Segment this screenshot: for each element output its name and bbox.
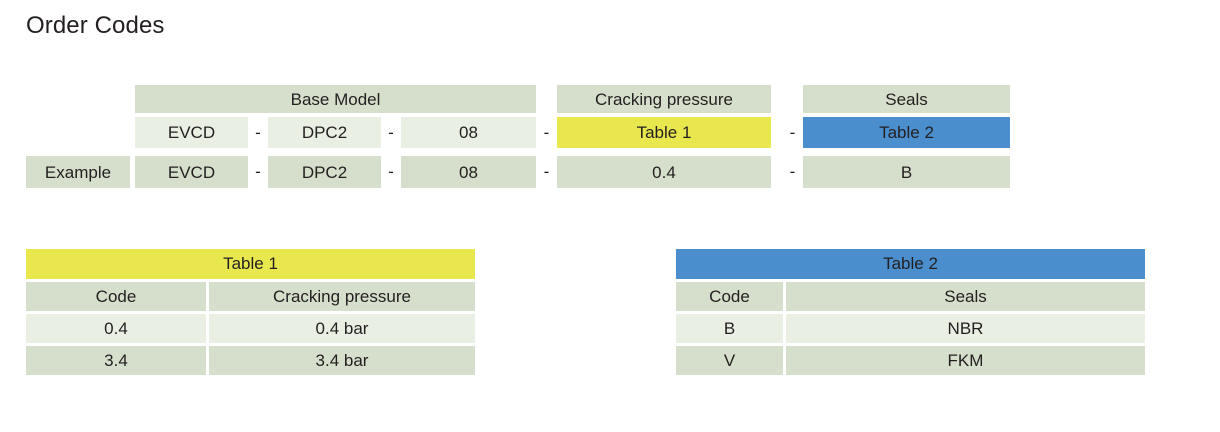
separator-dash-6: - [388, 162, 394, 181]
example-row-cracking-pressure: 0.4 [557, 156, 771, 188]
table2-header-row: Code Seals [676, 282, 1145, 311]
separator-dash-8: - [789, 162, 796, 181]
code-row-base-model-2: DPC2 [268, 117, 381, 148]
table1-row-0-code: 0.4 [26, 314, 206, 343]
page-title: Order Codes [26, 12, 165, 39]
example-row-label: Example [26, 156, 130, 188]
example-row-base-model-2: DPC2 [268, 156, 381, 188]
table2-row: B NBR [676, 314, 1145, 343]
table2-row: V FKM [676, 346, 1145, 375]
table2-row-1-code: V [676, 346, 783, 375]
table2-title: Table 2 [676, 249, 1145, 279]
table2-header-seals: Seals [786, 282, 1145, 311]
example-row-base-model-1: EVCD [135, 156, 248, 188]
separator-dash-3: - [543, 122, 550, 142]
table1: Table 1 Code Cracking pressure 0.4 0.4 b… [26, 249, 475, 375]
code-row-cracking-pressure: Table 1 [557, 117, 771, 148]
separator-dash-4: - [789, 122, 796, 142]
table1-row: 0.4 0.4 bar [26, 314, 475, 343]
table2-header-code: Code [676, 282, 783, 311]
group-header-seals: Seals [803, 85, 1010, 113]
table1-row-0-value: 0.4 bar [209, 314, 475, 343]
table1-row: 3.4 3.4 bar [26, 346, 475, 375]
separator-dash-1: - [255, 122, 261, 142]
group-header-base-model: Base Model [135, 85, 536, 113]
table1-row-1-value: 3.4 bar [209, 346, 475, 375]
table2-row-0-code: B [676, 314, 783, 343]
table1-header-cracking-pressure: Cracking pressure [209, 282, 475, 311]
separator-dash-2: - [388, 122, 394, 142]
table1-title: Table 1 [26, 249, 475, 279]
example-row-seals: B [803, 156, 1010, 188]
table1-row-1-code: 3.4 [26, 346, 206, 375]
code-row-base-model-3: 08 [401, 117, 536, 148]
separator-dash-5: - [255, 162, 261, 181]
code-row-base-model-1: EVCD [135, 117, 248, 148]
code-row-seals: Table 2 [803, 117, 1010, 148]
separator-dash-7: - [543, 162, 550, 181]
table2: Table 2 Code Seals B NBR V FKM [676, 249, 1145, 375]
group-header-cracking-pressure: Cracking pressure [557, 85, 771, 113]
example-row-base-model-3: 08 [401, 156, 536, 188]
table1-header-row: Code Cracking pressure [26, 282, 475, 311]
table2-row-0-value: NBR [786, 314, 1145, 343]
table1-header-code: Code [26, 282, 206, 311]
table2-row-1-value: FKM [786, 346, 1145, 375]
